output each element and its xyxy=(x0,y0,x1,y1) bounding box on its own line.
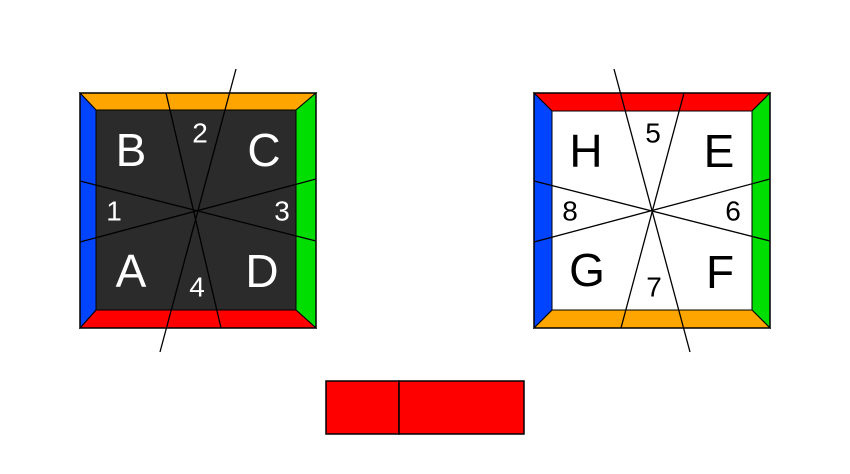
right-cut-lines xyxy=(533,68,771,353)
right-border-bottom xyxy=(532,309,772,329)
right-border-right xyxy=(751,91,771,330)
right-corner-label-top-left: H xyxy=(569,125,602,177)
left-edge-label-left: 1 xyxy=(106,196,122,227)
left-corner-label-bottom-right: D xyxy=(245,245,278,297)
right-corner-label-top-right: E xyxy=(704,125,735,177)
left-cut-lines xyxy=(79,68,317,353)
left-border-left xyxy=(79,91,97,330)
left-edge-label-right: 3 xyxy=(274,196,290,227)
right-edge-label-bottom: 7 xyxy=(646,272,662,303)
left-edge-label-bottom: 4 xyxy=(189,272,205,303)
left-corner-label-top-right: C xyxy=(247,124,280,176)
right-corner-label-bottom-right: F xyxy=(706,246,734,298)
right-outline xyxy=(533,92,771,329)
right-corner-label-bottom-left: G xyxy=(569,244,605,296)
right-puzzle: H E G F 5 6 7 8 xyxy=(532,68,772,353)
right-edge-label-top: 5 xyxy=(645,118,661,149)
right-edge-label-right: 6 xyxy=(725,196,741,227)
left-border-top xyxy=(78,92,318,111)
left-corner-label-bottom-left: A xyxy=(116,245,147,297)
right-border-left xyxy=(533,91,553,330)
left-border-bottom xyxy=(78,309,318,329)
left-corner-label-top-left: B xyxy=(116,124,147,176)
bottom-piece-segment-right xyxy=(398,380,525,435)
left-outline xyxy=(79,92,317,329)
left-puzzle: B C A D 2 3 4 1 xyxy=(78,68,318,353)
bottom-piece-segment-left xyxy=(325,380,400,435)
right-border-top xyxy=(532,92,772,112)
right-edge-label-left: 8 xyxy=(562,196,578,227)
left-border-right xyxy=(295,91,317,330)
left-edge-label-top: 2 xyxy=(192,118,208,149)
bottom-piece xyxy=(325,380,525,435)
